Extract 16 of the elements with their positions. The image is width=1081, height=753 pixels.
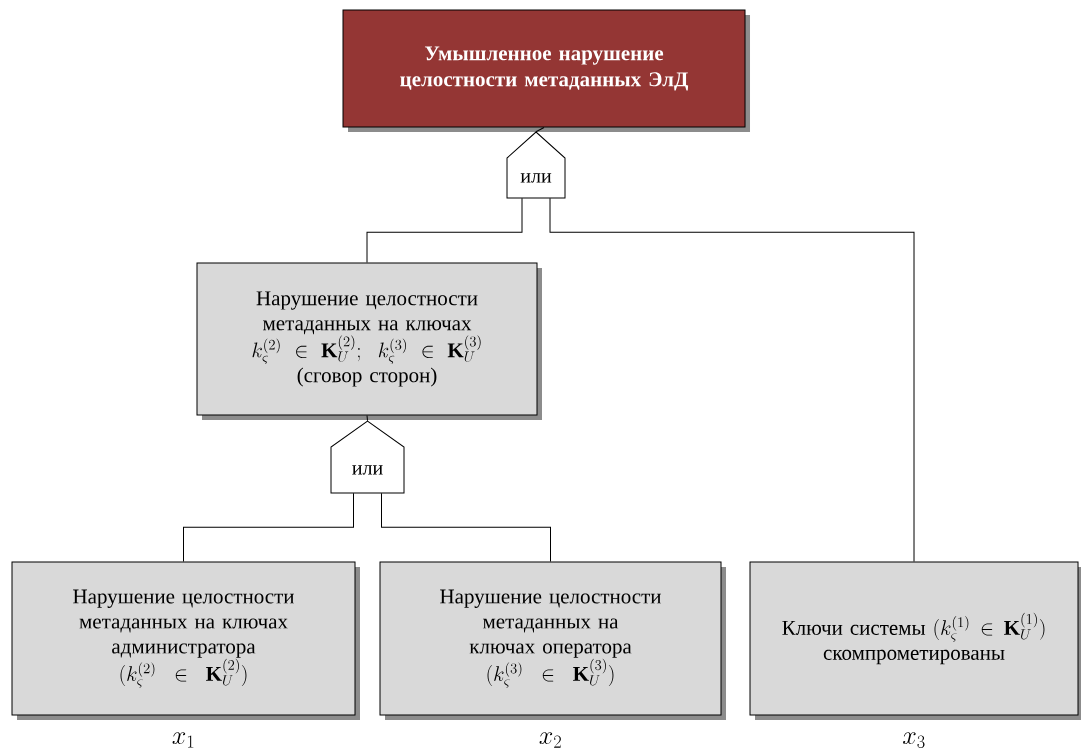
- connector-line: [381, 492, 551, 562]
- event-box: Нарушение целостности метаданных на ключах $k_{\varsigma}^{(2)}\in\mathbf{K}_{U}^{(2)};\; k_{\varsigma}^{(3)}\in\mathbf{K}_{U}^{(3)}$ (сговор сторон): [196, 262, 542, 420]
- event-box: Умышленное нарушение целостности метаданных ЭлД: [342, 9, 750, 132]
- variable-label: $x_3$: [903, 732, 925, 748]
- connector-line: [366, 197, 523, 263]
- connector-line: [183, 492, 354, 562]
- connector-line: [366, 415, 368, 422]
- event-box: Нарушение целостности метаданных на ключах оператора $(k_{\varsigma}^{(3)}\in\mathbf{K}_{U}^{(3)})$: [379, 561, 726, 720]
- variable-label: $x_2$: [539, 732, 561, 748]
- event-box: Ключи системы $(k_{\varsigma}^{(1)}\in\mathbf{K}_{U}^{(1)})$ скомпрометированы: [749, 561, 1081, 720]
- variable-label: $x_1$: [172, 732, 194, 748]
- event-box: Нарушение целостности метаданных на ключах администратора $(k_{\varsigma}^{(2)}\in\mathbf{K}_{U}^{(2)})$: [11, 561, 360, 720]
- connector-line: [549, 197, 915, 562]
- connector-line: [535, 127, 545, 133]
- or-gate: или: [330, 420, 405, 494]
- or-gate: или: [506, 131, 566, 199]
